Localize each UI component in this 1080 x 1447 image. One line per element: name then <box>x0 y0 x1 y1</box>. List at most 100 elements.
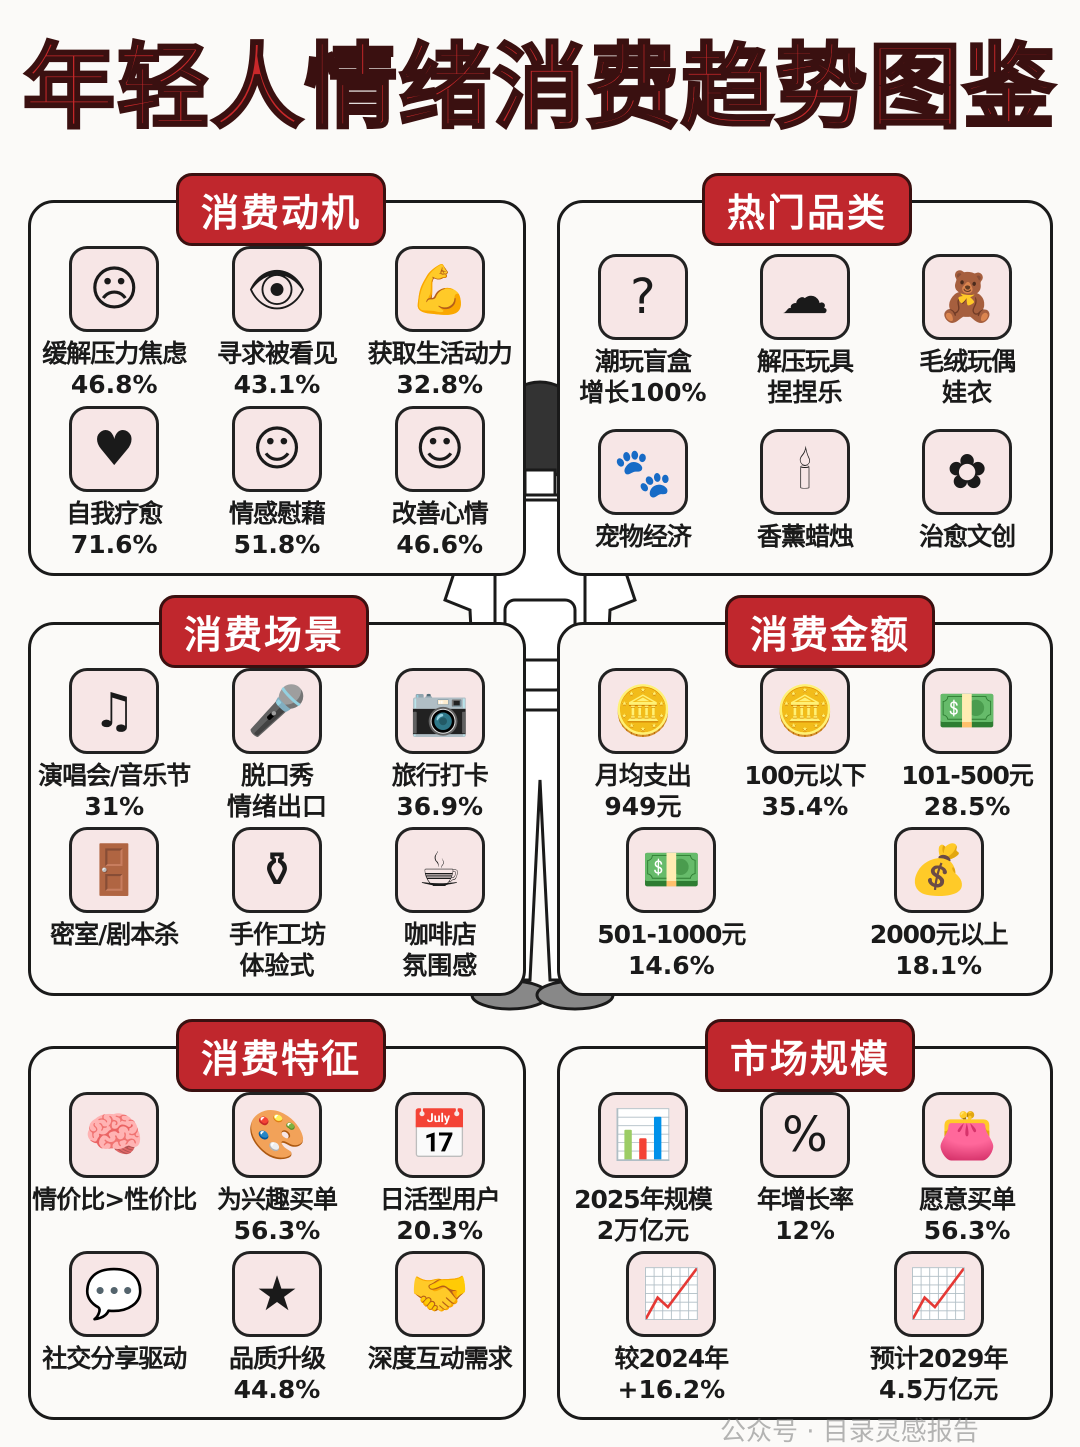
item-label: 月均支出 <box>594 760 692 790</box>
item-value: 31% <box>84 791 145 821</box>
item-label: 密室/剧本杀 <box>50 919 179 949</box>
item-scenes: ☕ 咖啡店氛围感 <box>359 826 522 981</box>
item-value: 71.6% <box>70 530 158 559</box>
item-label: 解压玩具 <box>756 346 854 376</box>
item-value: 2万亿元 <box>596 1215 690 1245</box>
item-categories: 🕯香薰蜡烛 <box>724 429 886 552</box>
item-label: 缓解压力焦虑 <box>42 339 187 368</box>
percent-arrow-icon: % <box>759 1091 850 1178</box>
item-features: 💬社交分享驱动 <box>33 1250 196 1405</box>
microphone-icon: 🎤 <box>232 667 322 754</box>
item-value: 12% <box>775 1215 835 1245</box>
cash-stack-icon: 💵 <box>626 826 717 913</box>
bandaged-heart-icon: ♥ <box>69 406 160 492</box>
item-label: 毛绒玩偶 <box>919 346 1016 376</box>
item-value: 56.3% <box>233 1215 321 1245</box>
item-label: 情感慰藉 <box>228 499 326 528</box>
panel-title: 消费金额 <box>725 595 936 668</box>
banknotes-icon: 💵 <box>922 667 1013 754</box>
smiley-icon: ☺ <box>394 406 485 492</box>
hobby-person-icon: 🎨 <box>232 1091 322 1178</box>
mystery-box-icon: ? <box>597 253 688 340</box>
coffee-cup-icon: ☕ <box>394 826 485 913</box>
page-title: 年轻人情绪消费趋势图鉴 <box>21 33 1057 143</box>
item-label: 演唱会/音乐节 <box>38 760 191 790</box>
handshake-icon: 🤝 <box>394 1250 485 1337</box>
item-value: 44.8% <box>233 1374 321 1404</box>
item-features: 🧠情价比>性价比 <box>32 1091 197 1246</box>
item-categories: ☁ 解压玩具捏捏乐 <box>724 253 886 408</box>
item-label: 较2024年 <box>614 1343 730 1373</box>
panel-title: 市场规模 <box>705 1019 916 1092</box>
item-value: 增长100% <box>579 377 707 407</box>
item-value: 43.1% <box>233 370 321 399</box>
notebook-icon: ✿ <box>922 429 1013 516</box>
calendar-icon: 📅 <box>394 1091 485 1178</box>
item-label: 年增长率 <box>756 1184 854 1214</box>
item-value: 18.1% <box>895 950 983 980</box>
item-value: 捏捏乐 <box>767 377 843 407</box>
item-market: 📈 较2024年+16.2% <box>562 1250 781 1405</box>
item-scenes: 🎤 脱口秀情绪出口 <box>196 667 359 822</box>
item-label: 2000元以上 <box>869 919 1009 949</box>
item-value: 情绪出口 <box>226 791 327 821</box>
panel-title: 消费特征 <box>176 1019 387 1092</box>
item-label: 咖啡店 <box>403 919 477 949</box>
item-label: 脱口秀 <box>240 760 314 790</box>
item-scenes: ⚱ 手作工坊体验式 <box>196 826 359 981</box>
item-label: 旅行打卡 <box>391 760 489 790</box>
item-label: 寻求被看见 <box>216 339 338 368</box>
item-label: 改善心情 <box>391 499 489 528</box>
award-badge-icon: ★ <box>232 1250 322 1337</box>
stage-icon: ♫ <box>69 667 160 754</box>
item-label: 手作工坊 <box>228 919 326 949</box>
growth-chart-icon: 📈 <box>626 1250 717 1337</box>
item-value: 32.8% <box>396 370 484 399</box>
bar-chart-up-icon: 📊 <box>597 1091 688 1178</box>
item-label: 宠物经济 <box>594 522 692 552</box>
luggage-camera-icon: 📷 <box>394 667 485 754</box>
panel-categories: 热门品类?潮玩盲盒增长100%☁解压玩具捏捏乐🧸毛绒玩偶娃衣🐾宠物经济🕯香薰蜡烛… <box>557 173 1053 576</box>
item-label: 潮玩盲盒 <box>594 346 692 376</box>
flexed-arm-icon: 💪 <box>394 246 485 332</box>
panel-title: 消费动机 <box>176 173 387 246</box>
item-label: 501-1000元 <box>597 919 746 949</box>
pottery-icon: ⚱ <box>232 826 322 913</box>
item-value: 949元 <box>604 791 682 821</box>
item-value: 氛围感 <box>402 950 478 980</box>
coins-icon: 🪙 <box>597 667 688 754</box>
candle-icon: 🕯 <box>759 429 850 516</box>
item-value: +16.2% <box>617 1374 726 1404</box>
item-label: 社交分享驱动 <box>42 1343 187 1373</box>
squishy-toy-icon: ☁ <box>759 253 850 340</box>
item-categories: 🐾 宠物经济 <box>562 429 724 552</box>
hug-icon: ☺ <box>232 406 322 492</box>
item-label: 情价比>性价比 <box>32 1184 197 1214</box>
coins-stack-icon: 🪙 <box>759 667 850 754</box>
item-label: 2025年规模 <box>574 1184 713 1214</box>
item-label: 品质升级 <box>228 1343 326 1373</box>
item-label: 自我疗愈 <box>66 499 163 528</box>
item-value: 体验式 <box>239 950 315 980</box>
item-value: 20.3% <box>396 1215 484 1245</box>
dog-cat-icon: 🐾 <box>597 429 688 516</box>
teddy-bear-icon: 🧸 <box>922 253 1013 340</box>
item-label: 愿意买单 <box>919 1184 1016 1214</box>
wallet-icon: 👛 <box>922 1091 1013 1178</box>
item-scenes: 🚪密室/剧本杀 <box>33 826 196 981</box>
